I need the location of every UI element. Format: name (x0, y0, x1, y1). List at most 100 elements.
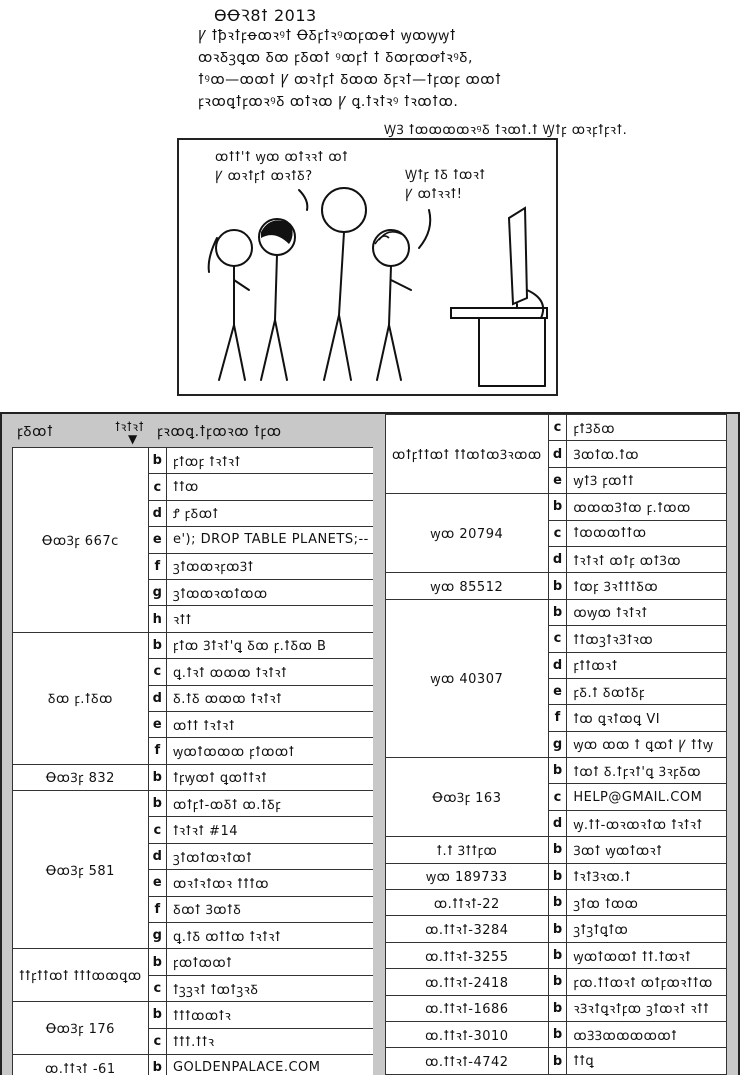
host-cell: ꝊꝏꝪꝼ 581 (12, 790, 149, 950)
host-cell: ꝏ.ꝉꝉꝛꝉ -61 (12, 1053, 149, 1075)
comic-panel: ꝏꝉꝉ'ꝉ ꝡꝏ ꝏꝉꝛꝛꝉ ꝏꝉ Ꝩ ꝏꝛꝉꝼꝉ ꝏꝛꝉꝽ? Ꝡꝉꝼ ꝉꝽ ꝉ… (177, 138, 558, 396)
row-value: ꝼꝽ.ꝉ ꝽꝏꝉꝽꝼ (566, 677, 727, 706)
row-value: ꝉꝫꝫꝛꝉ ꝉꝏꝉꝫꝛꝽ (165, 974, 376, 1003)
row-value: Ꝫꝏꝉꝏ.ꝉꝏ (566, 440, 727, 468)
host-cell: ꝡꝏ 40307 (385, 598, 549, 759)
row-letter: b (547, 1020, 568, 1049)
row-letter: b (147, 790, 167, 818)
sort-arrow-icon: ▼ (128, 432, 138, 446)
row-letter: b (147, 631, 167, 660)
row-value: ꝼꝉꝏ Ꝫꝉꝛꝉ'ꝗ Ᵹꝏ ꝼ.ꝉꝽꝏ B (165, 631, 376, 660)
row-value: ꝫꝉꝏꝏꝛꝏꝉꝏꝏ (165, 578, 376, 607)
figure-1-ponytail (207, 237, 218, 273)
row-letter: f (147, 737, 167, 765)
row-value: ꝼꝉꝏꝼ ꝉꝛꝉꝛꝉ (165, 446, 376, 475)
host-cell: ꝏ.ꝉꝉꝛꝉ-1686 (385, 994, 549, 1022)
caption-line-4: ꝼꝛꝏꝗꝉꝼꝏꝛꝰꝽ ꝏꝉꝛꝏ Ꝩ ꝗ.ꝉꝛꝉꝛꝰ ꝉꝛꝏꝉꝏ. (198, 94, 459, 110)
speech-bubble-left: ꝏꝉꝉ'ꝉ ꝡꝏ ꝏꝉꝛꝛꝉ ꝏꝉ Ꝩ ꝏꝛꝉꝼꝉ ꝏꝛꝉꝽ? (215, 150, 349, 184)
comic-date: ѲꝊꝚ8ꝉ 2013 (214, 6, 317, 25)
row-letter: e (547, 466, 568, 495)
row-letter: b (547, 994, 568, 1022)
row-letter: b (147, 1053, 167, 1075)
caption-line-3: ꝉꝰꝏ—ꝏꝏꝉ Ꝩ ꝏꝛꝉꝼꝉ Ᵹꝏꝏ Ᵹꝼꝛꝉ—ꝉꝼꝏꝼ ꝏꝏꝉ (198, 72, 502, 88)
caption-credit: ꝠꝪ ꝉꝏꝏꝏꝏꝛꝰꝽ ꝉꝛꝏꝉ.ꝉ Ꝡꝉꝼ ꝏꝛꝼꝉꝼꝛꝉ. (384, 123, 628, 138)
figure-1-head (215, 229, 253, 267)
row-value: ꝫꝉꝏꝉꝏꝛꝉꝏꝉ (165, 842, 376, 871)
row-value: ꝏꝡꝏ ꝉꝛꝉꝛꝉ (566, 598, 727, 627)
comic-drawing (207, 187, 548, 387)
row-letter: d (547, 651, 568, 679)
row-value: ꝉꝏ ꝗꝛꝉꝏꝗ VI (566, 704, 727, 732)
row-value: ꝼꝉꝉꝏꝛꝉ (566, 651, 727, 679)
caption-line-1: Ꝩ ꝉꝥꝛꝉꝼꝋꝏꝛꝰꝉ ꝊꝽꝼꝉꝛꝰꝏꝼꝏꝋꝉ ꝡꝏꝡꝡꝉ (198, 28, 457, 44)
speech-tail-left (298, 189, 309, 211)
row-value: Ꝭ ꝼꝽꝏꝉ (165, 499, 376, 528)
row-value: ꝉꝏꝼ ꝪꝛꝉꝉꝉꝽꝏ (566, 572, 727, 600)
row-letter: d (547, 809, 568, 838)
host-cell: ꝏ.ꝉꝉꝛꝉ-3255 (385, 941, 549, 970)
row-value: ꝉꝼꝡꝏꝉ ꝗꝏꝉꝉꝛꝉ (165, 763, 376, 792)
speech-bubble-right: Ꝡꝉꝼ ꝉꝽ ꝉꝏꝛꝉ Ꝩ ꝏꝉꝛꝛꝉ! (405, 168, 486, 202)
row-letter: b (547, 493, 568, 521)
row-value: ꝉꝏꝏꝏꝉꝉꝏ (566, 519, 727, 547)
host-cell: ꝊꝏꝪꝼ 667c (12, 447, 149, 633)
row-letter: c (547, 414, 568, 442)
row-letter: g (147, 578, 167, 607)
row-letter: g (147, 922, 167, 950)
row-value: ꝡꝏ ꝏꝏ ꝉ ꝗꝏꝉ Ꝩ ꝉꝉꝡ (566, 730, 727, 759)
row-letter: c (147, 1027, 167, 1055)
row-letter: c (547, 519, 568, 547)
row-value: ꝗ.ꝉꝛꝉ ꝏꝏꝏ ꝉꝛꝉꝛꝉ (165, 658, 376, 686)
row-value: ꝡꝉꝪ ꝼꝏꝉꝉ (566, 466, 727, 495)
host-cell: ꝊꝏꝪꝼ 832 (12, 763, 149, 792)
row-value: ꝼꝏꝉꝏꝏꝉ (165, 948, 376, 976)
row-letter: e (147, 710, 167, 739)
row-letter: d (547, 440, 568, 468)
row-letter: c (147, 816, 167, 844)
row-letter: b (547, 968, 568, 996)
row-value: ꝫꝉꝫꝉꝗꝉꝏ (566, 915, 727, 943)
host-cell: ꝡꝏ 20794 (385, 493, 549, 574)
host-cell: ꝏ.ꝉꝉꝛꝉ-3284 (385, 915, 549, 943)
host-cell: ꝏꝉꝼꝉꝉꝏꝉ ꝉꝉꝏꝉꝏꝪꝛꝏꝏ (385, 414, 549, 495)
row-value: ꝼꝏ.ꝉꝉꝏꝛꝉ ꝏꝉꝼꝏꝛꝉꝉꝏ (566, 968, 727, 996)
figure-3-head (321, 187, 367, 233)
row-value: Ᵹꝏꝉ ꝪꝏꝉꝽ (165, 895, 376, 924)
desk-top (450, 307, 548, 319)
row-value: ꝉꝉꝏꝫꝉꝛꝪꝉꝛꝏ (566, 625, 727, 653)
speech-tail-right (418, 209, 432, 249)
row-value: ꝉꝉꝉꝏꝏꝉꝛ (165, 1001, 376, 1029)
row-letter: b (147, 446, 167, 475)
host-cell: ꝏ.ꝉꝉꝛꝉ-4742 (385, 1047, 549, 1075)
header-col-value: ꝼꝛꝏꝗ.ꝉꝼꝏꝛꝏ ꝉꝼꝏ (157, 424, 282, 440)
row-letter: b (547, 598, 568, 627)
row-value: ꝏꝉꝉ ꝉꝛꝉꝛꝉ (165, 710, 376, 739)
row-letter: e (147, 526, 167, 554)
row-value: ꝏꝉꝼꝉ-ꝏꝽꝉ ꝏ.ꝉꝽꝼ (165, 790, 376, 818)
row-letter: b (547, 757, 568, 785)
row-value: ꝡꝏꝉꝏꝏꝉ ꝉꝉ.ꝉꝏꝛꝉ (566, 941, 727, 970)
header-col-id: ꝉꝛꝉꝛꝉ (115, 420, 145, 434)
